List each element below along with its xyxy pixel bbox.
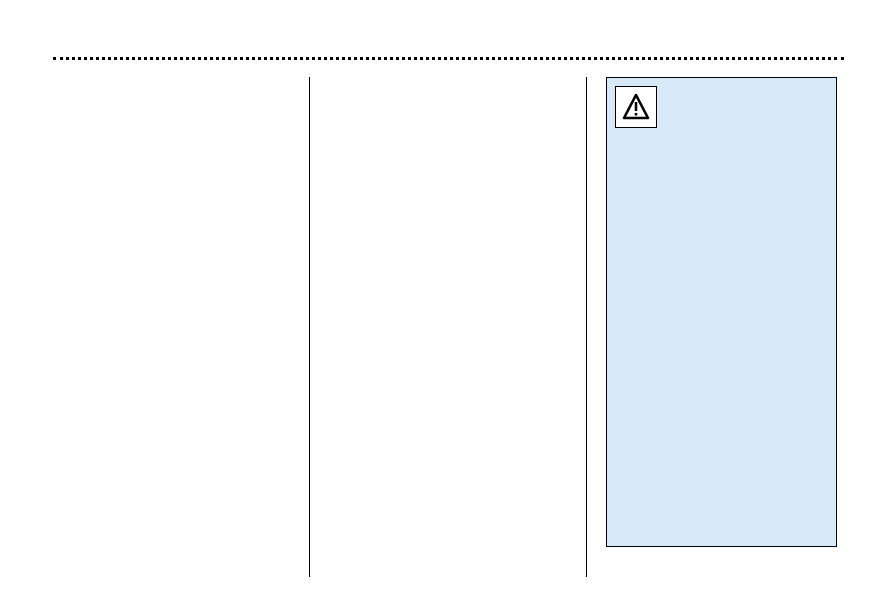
warning-panel <box>606 77 837 547</box>
text-column-2 <box>325 77 570 577</box>
warning-triangle-icon <box>615 86 657 128</box>
header-dotted-rule <box>53 57 844 60</box>
column-divider-left <box>309 77 310 577</box>
column-divider-right <box>586 77 587 577</box>
text-column-1 <box>53 77 293 577</box>
